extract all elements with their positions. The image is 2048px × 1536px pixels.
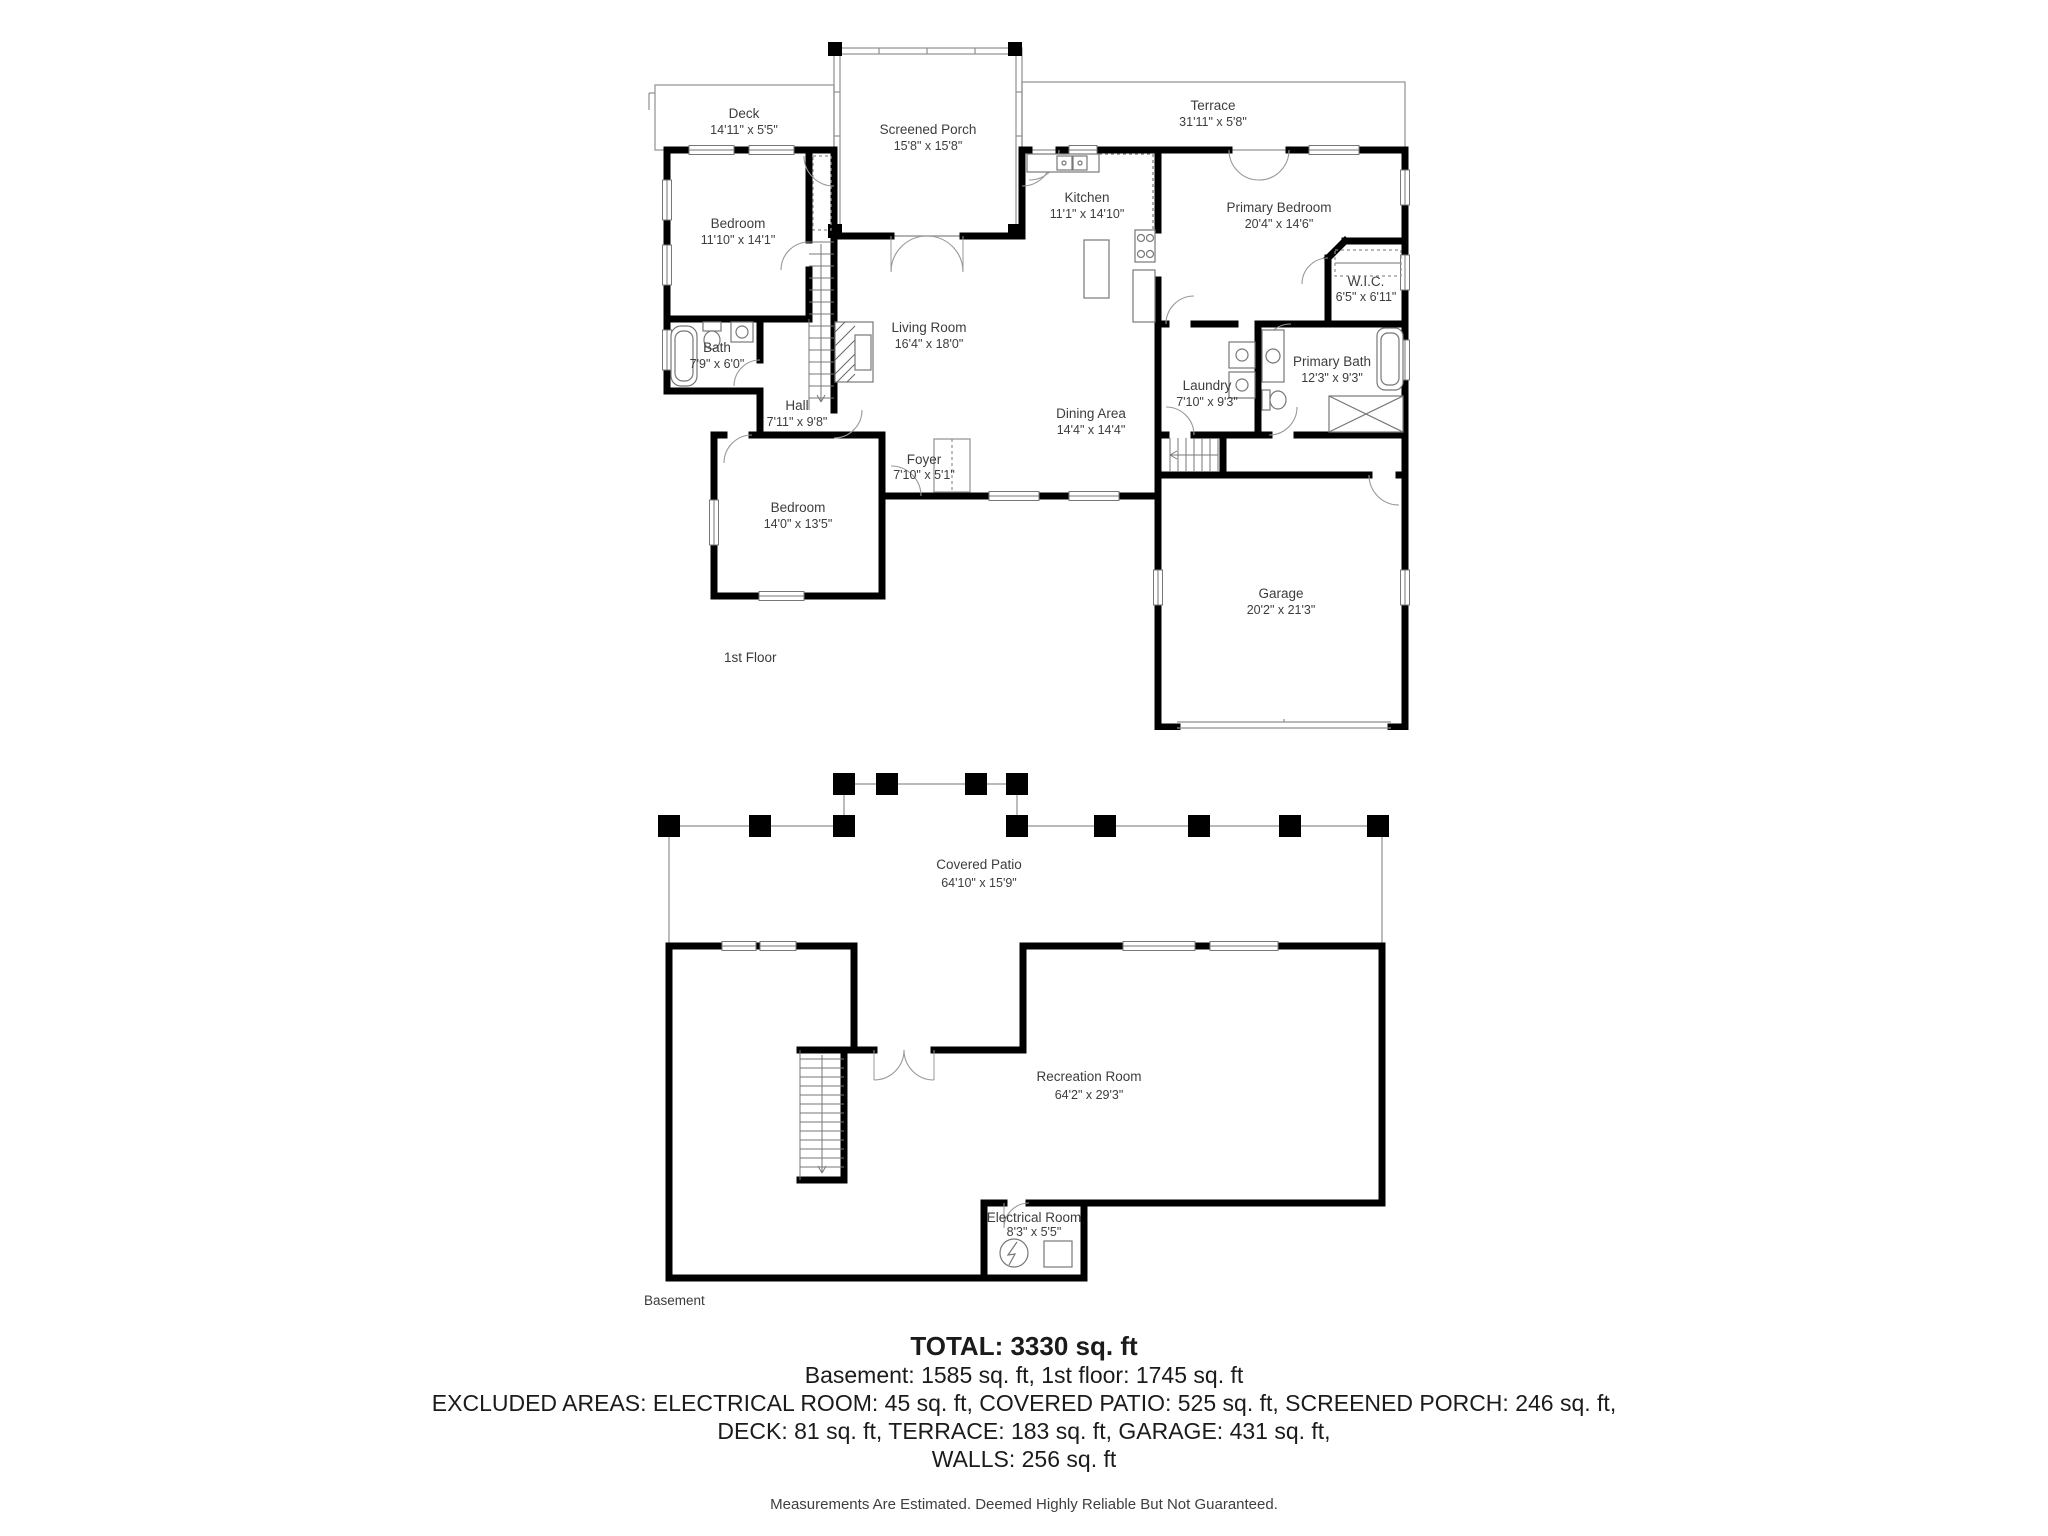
room-dims: 11'10" x 14'1" [701, 233, 776, 247]
room-label: Recreation Room [1036, 1069, 1141, 1084]
room-label: Kitchen [1064, 190, 1109, 205]
room-dims: 31'11" x 5'8" [1179, 115, 1247, 129]
room-dims: 16'4" x 18'0" [895, 337, 964, 351]
walls-area: WALLS: 256 sq. ft [931, 1446, 1117, 1472]
room-label: Garage [1258, 586, 1303, 601]
electrical-fixtures [999, 1238, 1073, 1268]
total-area: TOTAL: 3330 sq. ft [910, 1331, 1138, 1361]
basement-plan: Covered Patio 64'10" x 15'9" Recreation … [644, 773, 1389, 1308]
exterior-walls [663, 146, 1409, 730]
room-label: Deck [729, 106, 760, 121]
room-dims: 8'3" x 5'5" [1007, 1225, 1062, 1239]
room-label: Dining Area [1056, 406, 1126, 421]
basement-labels: Covered Patio 64'10" x 15'9" Recreation … [644, 857, 1142, 1308]
electrical-meter-icon [999, 1238, 1029, 1268]
electrical-panel-icon [1043, 1240, 1073, 1268]
room-dims: 20'4" x 14'6" [1245, 217, 1314, 231]
disclaimer: Measurements Are Estimated. Deemed Highl… [770, 1496, 1278, 1513]
room-dims: 7'10" x 5'1" [893, 468, 955, 482]
fireplace [834, 321, 874, 383]
room-label: Laundry [1183, 378, 1232, 393]
room-dims: 15'8" x 15'8" [894, 139, 963, 153]
bath-fixtures [670, 321, 754, 387]
room-dims: 14'4" x 14'4" [1057, 423, 1126, 437]
first-floor-plan: Deck 14'11" x 5'5" Screened Porch 15'8" … [648, 42, 1410, 730]
room-dims: 7'11" x 9'8" [767, 415, 828, 429]
covered-patio-outline [668, 783, 1383, 946]
interior-walls [830, 146, 1409, 439]
windows [662, 145, 1410, 606]
room-label: Bedroom [771, 500, 826, 515]
excluded-areas-2: DECK: 81 sq. ft, TERRACE: 183 sq. ft, GA… [717, 1418, 1331, 1444]
floor-areas: Basement: 1585 sq. ft, 1st floor: 1745 s… [804, 1362, 1244, 1388]
room-label: Hall [785, 398, 808, 413]
washer-dryer-icon [1228, 341, 1256, 399]
floor-title: 1st Floor [724, 650, 777, 665]
room-dims: 7'10" x 9'3" [1176, 395, 1238, 409]
kitchen-counter [1026, 153, 1156, 323]
room-dims: 14'11" x 5'5" [710, 123, 778, 137]
area-summary: TOTAL: 3330 sq. ft Basement: 1585 sq. ft… [0, 1332, 2048, 1473]
room-label: Foyer [907, 452, 942, 467]
toilet-icon [702, 321, 722, 332]
patio-pillars [658, 773, 1389, 837]
room-label: Covered Patio [936, 857, 1022, 872]
room-dims: 12'3" x 9'3" [1301, 371, 1363, 385]
room-dims: 7'9" x 6'0" [690, 357, 745, 371]
basement-stairs [799, 1050, 844, 1180]
closet-shelving [812, 155, 1402, 493]
room-dims: 20'2" x 21'3" [1247, 603, 1316, 617]
toilet-icon [1261, 389, 1271, 411]
basement-door-swings [873, 1049, 1030, 1229]
basement-windows [721, 941, 1279, 951]
room-label: Terrace [1190, 98, 1235, 113]
excluded-areas-1: EXCLUDED AREAS: ELECTRICAL ROOM: 45 sq. … [431, 1390, 1617, 1416]
room-label: Living Room [891, 320, 966, 335]
room-dims: 64'2" x 29'3" [1055, 1088, 1124, 1102]
room-label: Electrical Room [987, 1210, 1082, 1225]
room-labels: Deck 14'11" x 5'5" Screened Porch 15'8" … [690, 98, 1397, 665]
room-dims: 14'0" x 13'5" [764, 517, 833, 531]
room-dims: 11'1" x 14'10" [1050, 207, 1125, 221]
primary-bath-fixtures [1261, 327, 1404, 433]
garage-door [1177, 719, 1391, 729]
room-label: W.I.C. [1348, 274, 1385, 289]
room-label: Screened Porch [880, 122, 977, 137]
room-dims: 64'10" x 15'9" [941, 876, 1017, 890]
stairs-main [808, 241, 834, 410]
stairs-to-basement [1169, 438, 1219, 472]
room-label: Primary Bath [1293, 354, 1371, 369]
room-label: Bath [703, 340, 731, 355]
room-label: Bedroom [711, 216, 766, 231]
room-dims: 6'5" x 6'11" [1336, 290, 1397, 304]
room-label: Primary Bedroom [1226, 200, 1331, 215]
kitchen-island [1083, 239, 1110, 299]
floor-title: Basement [644, 1293, 705, 1308]
